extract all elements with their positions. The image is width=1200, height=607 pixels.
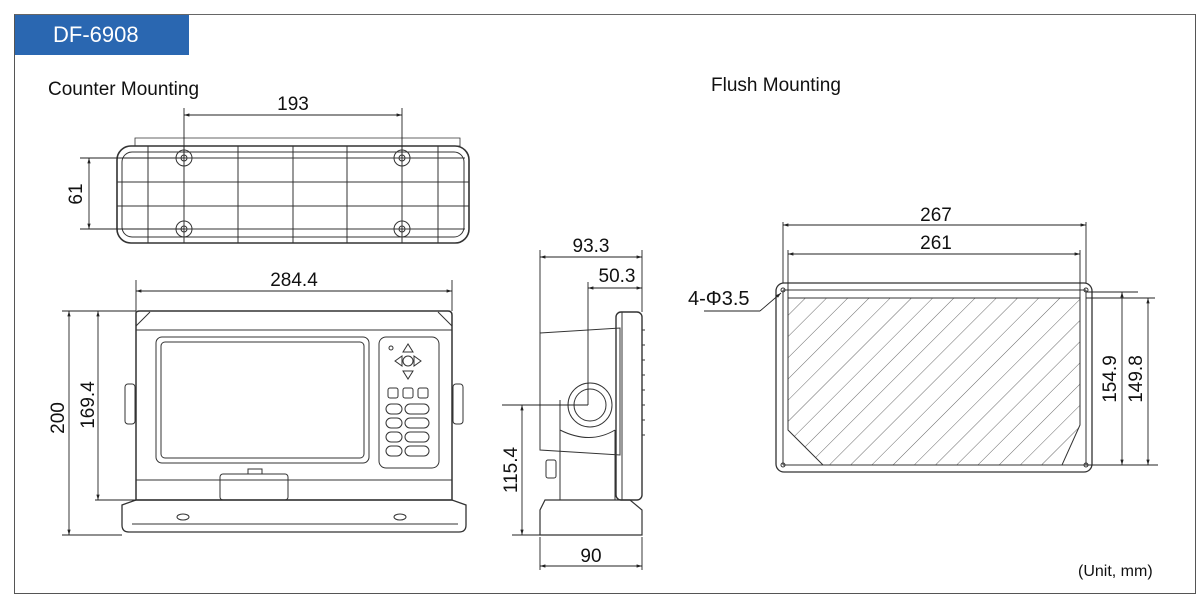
dim-front-total-height: 200 — [48, 402, 69, 434]
dim-side-depth-pivot: 50.3 — [599, 266, 636, 287]
dim-side-pivot-height: 115.4 — [501, 447, 522, 494]
keypad — [378, 336, 440, 469]
model-badge: DF-6908 — [15, 15, 189, 55]
dim-front-unit-height: 169.4 — [78, 381, 99, 429]
right-knob — [452, 383, 464, 425]
dim-side-depth-total: 93.3 — [573, 236, 610, 257]
flush-mounting-title: Flush Mounting — [711, 75, 841, 96]
dim-flush-holes: 4-Φ3.5 — [688, 288, 750, 310]
drawing-frame — [14, 14, 1196, 594]
dim-top-depth: 61 — [66, 183, 87, 204]
counter-mounting-title: Counter Mounting — [48, 79, 200, 100]
dim-side-base-depth: 90 — [580, 546, 601, 567]
side-view — [539, 311, 645, 536]
flush-hole — [780, 287, 786, 293]
left-knob — [124, 383, 136, 425]
dim-flush-cutout-width: 261 — [920, 233, 952, 254]
dim-flush-outer-height: 154.9 — [1100, 355, 1121, 403]
dim-flush-outer-width: 267 — [920, 205, 952, 226]
unit-note: (Unit, mm) — [1078, 563, 1153, 580]
flush-hole — [780, 462, 786, 468]
flush-cutout — [775, 282, 1093, 473]
dim-front-width: 284.4 — [270, 270, 318, 291]
dim-flush-cutout-height: 149.8 — [1126, 355, 1147, 403]
front-view — [121, 310, 467, 533]
top-view — [116, 137, 470, 244]
dim-hole-spacing: 193 — [277, 94, 309, 115]
mount-hole — [393, 220, 411, 238]
